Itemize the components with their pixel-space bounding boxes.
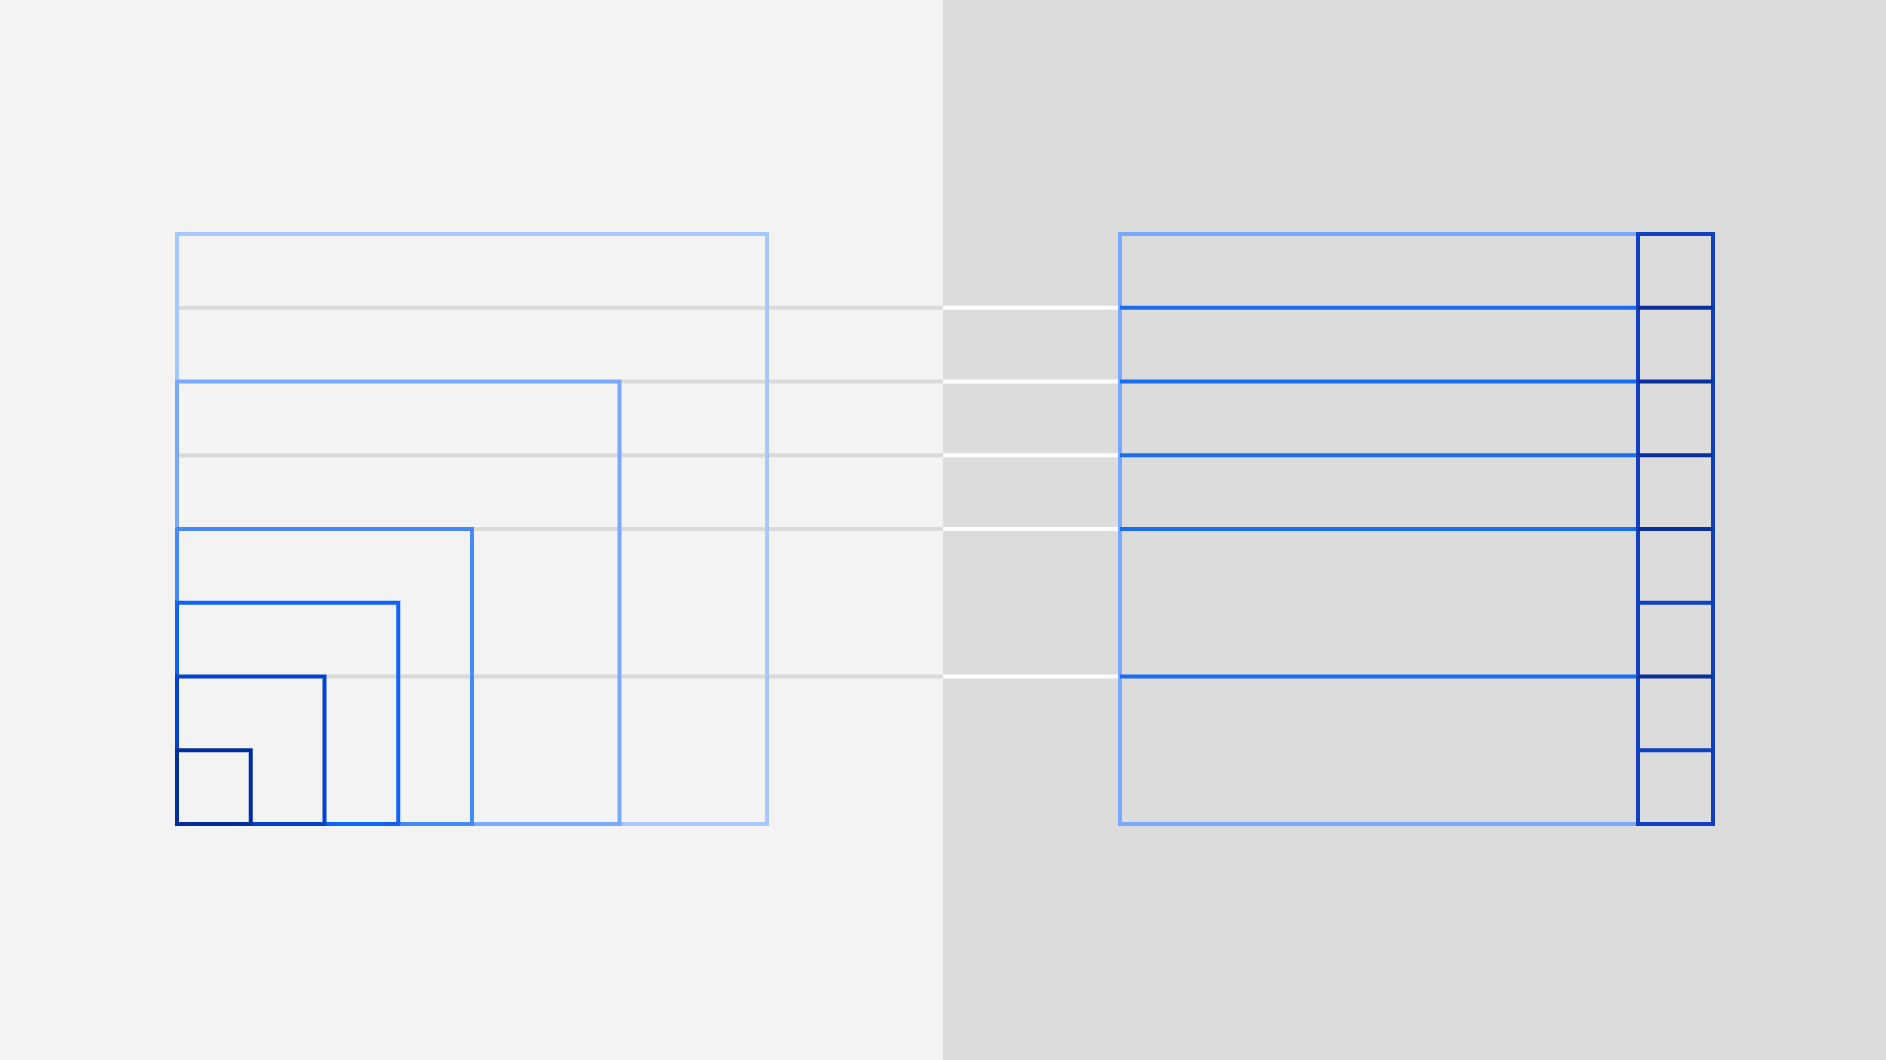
nested-square-6 (175, 748, 253, 826)
unit-column-group (1636, 232, 1715, 826)
nested-squares-group (175, 232, 769, 826)
